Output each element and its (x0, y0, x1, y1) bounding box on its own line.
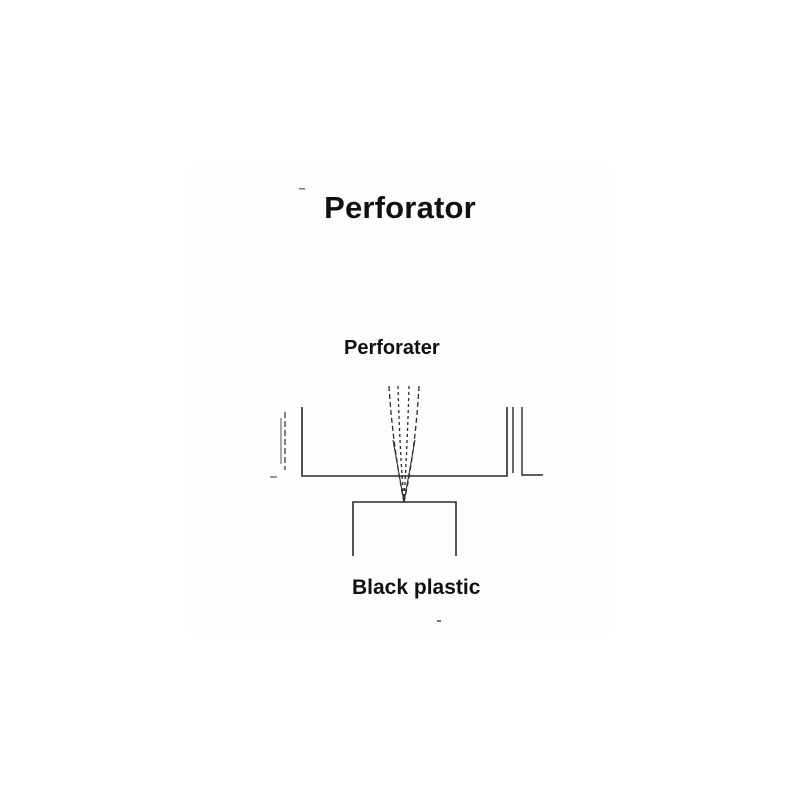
black-plastic-block (352, 501, 457, 556)
diagram-title: Perforator (324, 190, 476, 225)
right-edge-mark (512, 407, 543, 476)
black-plastic-label: Black plastic (352, 576, 481, 599)
scanned-page (190, 165, 610, 635)
perforator-needle (388, 385, 420, 503)
scan-specks (299, 188, 441, 622)
left-edge-mark (270, 412, 286, 478)
holder-frame (301, 407, 508, 477)
perforator-label: Perforater (344, 337, 440, 359)
